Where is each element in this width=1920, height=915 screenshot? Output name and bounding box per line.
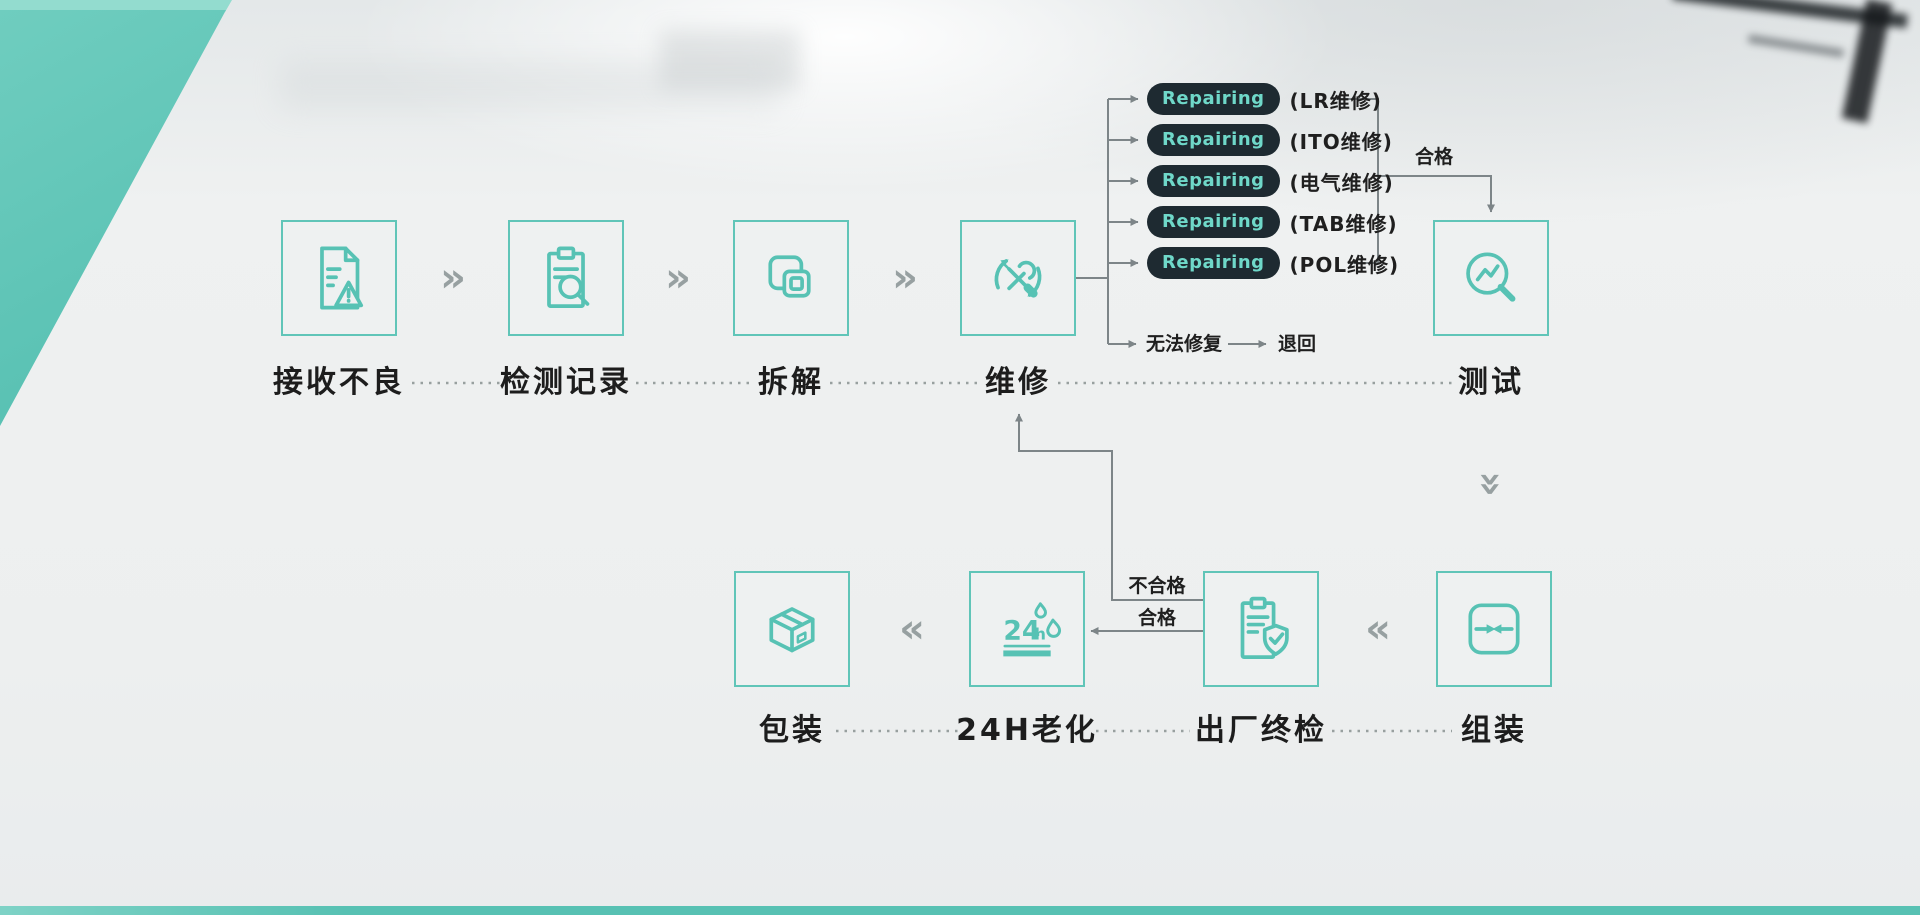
flow-chevron-down-icon: »: [1468, 471, 1514, 497]
repair-branch-row: Repairing (电气维修): [1147, 164, 1394, 198]
repair-branch-label: (LR维修): [1289, 88, 1382, 113]
node-label-aging-24h: 24H老化: [956, 713, 1098, 748]
node-label-inspection-record: 检测记录: [500, 365, 632, 400]
repairing-badge: Repairing: [1147, 124, 1280, 156]
repair-branch-row: Repairing (ITO维修): [1147, 123, 1393, 157]
svg-text:h: h: [1034, 624, 1046, 643]
repairing-badge: Repairing: [1147, 165, 1280, 197]
node-label-receive-defect: 接收不良: [273, 365, 405, 400]
node-receive-defect: [281, 220, 397, 336]
node-label-final-inspection: 出厂终检: [1195, 713, 1327, 748]
repairing-badge: Repairing: [1147, 206, 1280, 238]
return-label: 退回: [1278, 333, 1317, 355]
node-packaging: [734, 571, 850, 687]
flow-chevron-icon: »: [665, 255, 691, 301]
cannot-repair-label: 无法修复: [1146, 333, 1223, 355]
node-label-packaging: 包装: [759, 713, 825, 748]
corner-accent-strip: [0, 0, 232, 12]
clipboard-search-icon: [547, 246, 590, 308]
bottom-accent-bar: [0, 906, 1920, 915]
node-assembly: [1436, 571, 1552, 687]
repair-branch-row: Repairing (POL维修): [1147, 246, 1399, 280]
flow-chevron-icon: »: [892, 255, 918, 301]
svg-text:24: 24: [1003, 615, 1040, 646]
node-final-inspection: [1203, 571, 1319, 687]
node-label-repair: 维修: [985, 365, 1051, 400]
pass-label-top: 合格: [1414, 146, 1454, 168]
repair-branch-row: Repairing (TAB维修): [1147, 205, 1398, 239]
repairing-badge: Repairing: [1147, 247, 1280, 279]
test-magnifier-icon: [1466, 252, 1516, 302]
node-inspection-record: [508, 220, 624, 336]
node-label-assembly: 组装: [1461, 713, 1527, 748]
package-box-icon: [769, 607, 815, 653]
node-label-disassemble: 拆解: [758, 365, 824, 400]
flow-chevron-icon: «: [899, 606, 925, 652]
repair-branch-label: (电气维修): [1289, 170, 1394, 195]
node-test: [1433, 220, 1549, 336]
repair-branch-label: (ITO维修): [1289, 129, 1393, 154]
repair-branch-label: (TAB维修): [1289, 211, 1398, 236]
repair-branch-label: (POL维修): [1289, 252, 1400, 277]
node-repair: [960, 220, 1076, 336]
bg-photo-smudge: [660, 30, 800, 90]
fail-label: 不合格: [1128, 575, 1186, 597]
pass-label-bottom: 合格: [1137, 607, 1177, 629]
repair-icon: [994, 259, 1042, 298]
disassemble-icon: [768, 255, 811, 298]
corner-accent-triangle: [0, 10, 226, 426]
repair-branch-row: Repairing (LR维修): [1147, 82, 1382, 116]
flow-chevron-icon: »: [440, 255, 466, 301]
bg-photo-smudge: [1747, 34, 1845, 58]
document-warning-icon: [320, 246, 364, 310]
aging-24h-icon: 24 h: [1003, 602, 1062, 657]
node-label-test: 测试: [1458, 365, 1524, 400]
bg-photo-smudge: [280, 60, 780, 110]
final-inspection-icon: [1240, 596, 1289, 659]
assembly-icon: [1468, 603, 1520, 655]
node-aging-24h: 24 h: [969, 571, 1085, 687]
repairing-badge: Repairing: [1147, 83, 1280, 115]
flow-chevron-icon: «: [1365, 606, 1391, 652]
node-disassemble: [733, 220, 849, 336]
